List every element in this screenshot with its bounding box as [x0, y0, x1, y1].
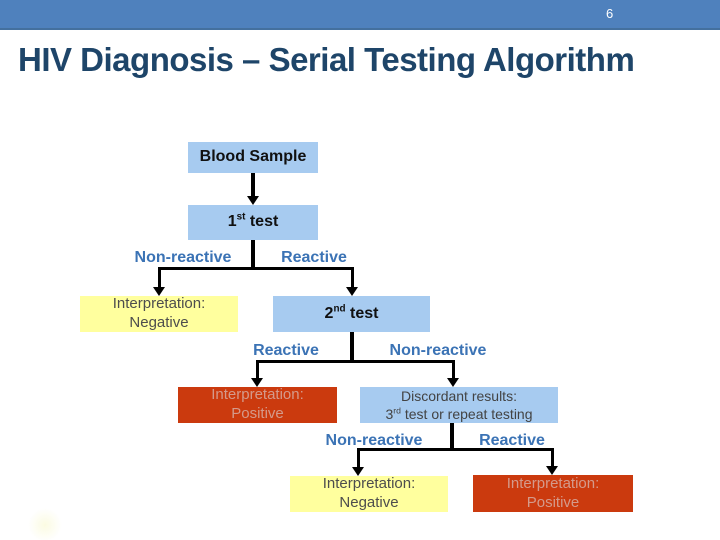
- connector-stem: [251, 173, 255, 197]
- connector-branch-bar: [357, 448, 554, 451]
- node-label: Blood Sample: [199, 148, 307, 166]
- page-number: 6: [606, 6, 614, 21]
- connector-drop: [452, 360, 455, 379]
- connector-stem: [251, 240, 255, 270]
- page-title: HIV Diagnosis – Serial Testing Algorithm: [18, 41, 635, 78]
- node-label-line2: Negative: [339, 494, 399, 511]
- node-label-line2: Positive: [526, 493, 580, 511]
- arrowhead-down-icon: [247, 196, 259, 205]
- node-label-line1: Discordant results:: [401, 387, 517, 404]
- ordinal-superscript: nd: [333, 303, 346, 315]
- arrowhead-down-icon: [447, 378, 459, 387]
- arrowhead-down-icon: [546, 466, 558, 475]
- node-first-test: 1st test: [188, 205, 318, 240]
- decorative-smudge: [28, 508, 62, 540]
- node-label-line2: Negative: [129, 314, 189, 331]
- node-label-line1: Interpretation:: [322, 475, 416, 493]
- node-label-line1: Interpretation:: [211, 386, 304, 404]
- branch-label-level1-reactive: Reactive: [281, 249, 347, 266]
- arrowhead-down-icon: [346, 287, 358, 296]
- branch-label-level3-nonreactive: Non-reactive: [325, 432, 423, 449]
- connector-drop: [351, 267, 354, 288]
- node-label: 2nd test: [324, 303, 379, 322]
- node-label: 1st test: [227, 211, 279, 231]
- header-bar: [0, 0, 720, 30]
- node-label-line1: Interpretation:: [112, 295, 206, 313]
- ordinal-superscript: rd: [393, 405, 401, 416]
- connector-drop: [357, 448, 360, 467]
- node-label-line2: Positive: [231, 405, 284, 422]
- branch-label-level2-reactive: Reactive: [253, 342, 319, 359]
- node-label-line2: 3rd test or repeat testing: [385, 405, 533, 422]
- node-label-line1: Interpretation:: [506, 474, 600, 492]
- node-discordant-results: Discordant results: 3rd test or repeat t…: [360, 387, 558, 423]
- node-interpretation-positive-2: Interpretation: Positive: [473, 475, 633, 512]
- ordinal-superscript: st: [236, 211, 246, 223]
- connector-branch-bar: [256, 360, 455, 363]
- connector-stem: [350, 332, 354, 363]
- node-blood-sample: Blood Sample: [188, 142, 318, 173]
- node-second-test: 2nd test: [273, 296, 430, 332]
- arrowhead-down-icon: [251, 378, 263, 387]
- node-interpretation-negative-1: Interpretation: Negative: [80, 295, 238, 332]
- node-interpretation-negative-2: Interpretation: Negative: [290, 475, 448, 512]
- arrowhead-down-icon: [153, 287, 165, 296]
- branch-label-level3-reactive: Reactive: [479, 432, 545, 449]
- branch-label-level2-nonreactive: Non-reactive: [389, 342, 487, 359]
- arrowhead-down-icon: [352, 467, 364, 476]
- node-interpretation-positive-1: Interpretation: Positive: [178, 386, 337, 423]
- branch-label-level1-nonreactive: Non-reactive: [134, 249, 232, 266]
- connector-branch-bar: [158, 267, 354, 270]
- connector-stem: [450, 423, 454, 450]
- connector-drop: [551, 448, 554, 466]
- connector-drop: [158, 267, 161, 288]
- connector-drop: [256, 360, 259, 379]
